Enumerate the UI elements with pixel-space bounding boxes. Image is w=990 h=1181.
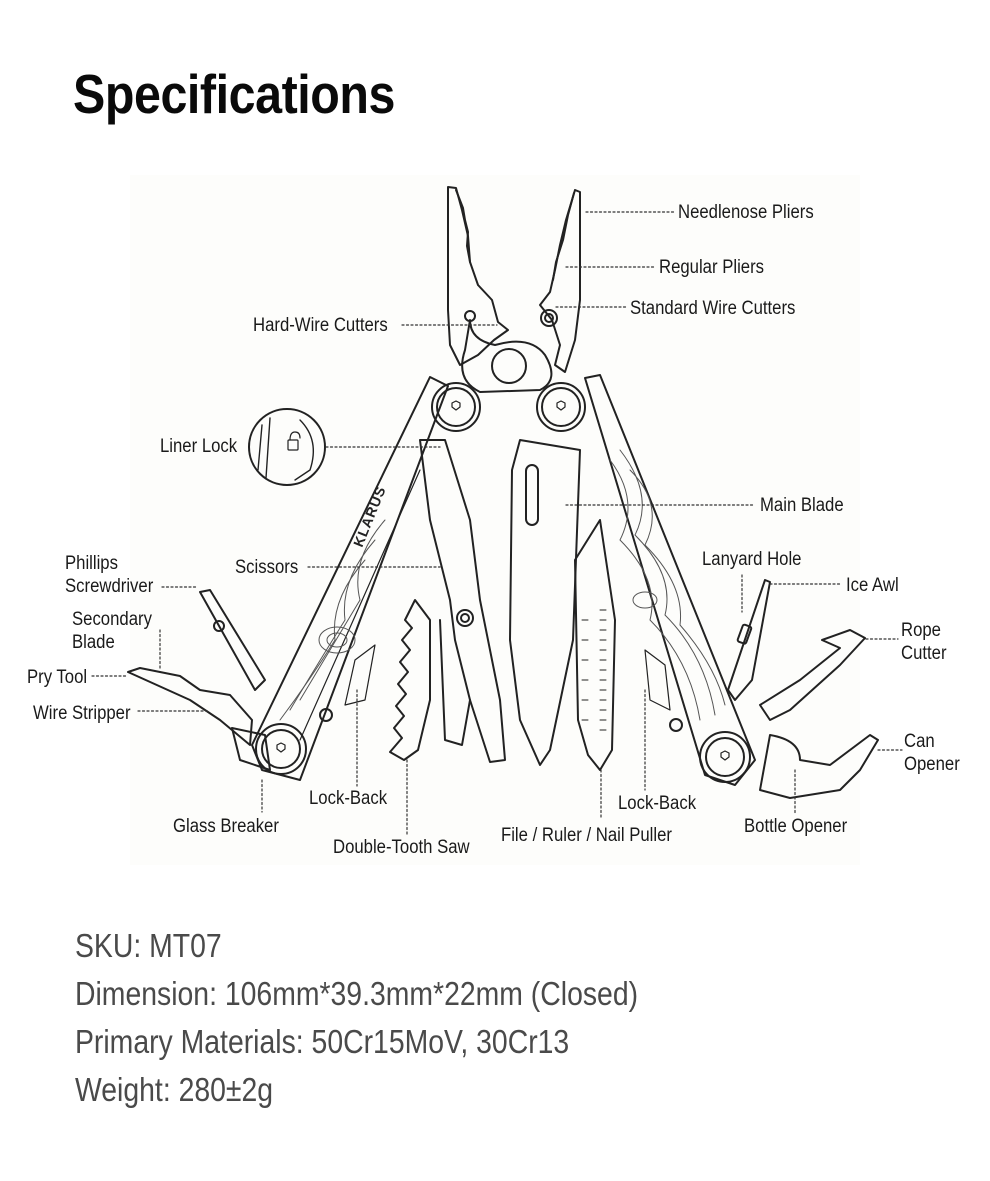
spec-dimension: Dimension: 106mm*39.3mm*22mm (Closed) [75,975,639,1012]
bolt-top-right [536,382,586,432]
label-double-tooth-saw: Double-Tooth Saw [333,837,470,858]
label-glass-breaker: Glass Breaker [173,816,279,837]
label-liner-lock: Liner Lock [160,436,238,457]
page-title: Specifications [73,63,395,125]
label-secondary-blade-line1: Secondary [72,609,152,630]
label-can-opener-line1: Can [904,731,935,752]
label-main-blade: Main Blade [760,495,844,516]
label-ice-awl: Ice Awl [846,575,899,596]
brand-mark: KLARUS [350,483,389,549]
rope-cutter-shape [759,629,866,721]
label-can-opener: Can Opener [904,730,960,776]
label-lock-back-left: Lock-Back [309,788,388,809]
label-rope-cutter: Rope Cutter [901,619,947,665]
label-file-ruler-nail-puller: File / Ruler / Nail Puller [501,825,672,846]
multitool-diagram: KLARUS [91,186,903,835]
label-can-opener-line2: Opener [904,754,960,775]
liner-lock-inset [248,408,326,486]
label-lock-back-right: Lock-Back [618,793,697,814]
spec-weight: Weight: 280±2g [75,1071,274,1108]
bolt-top-left [431,382,481,432]
label-phillips-line2: Screwdriver [65,576,154,597]
pivot-hole [491,348,527,384]
label-phillips-line1: Phillips [65,553,118,574]
label-hard-wire-cutters: Hard-Wire Cutters [253,315,388,336]
label-bottle-opener: Bottle Opener [744,816,848,837]
label-phillips-screwdriver: Phillips Screwdriver [65,552,153,598]
pry-tool-shape [127,667,253,746]
bolt-bottom-right [699,731,751,783]
phillips-screwdriver-shape [199,589,266,691]
scissors-shape [419,439,506,763]
specs-list: SKU: MT07 Dimension: 106mm*39.3mm*22mm (… [75,922,730,1114]
plier-jaw-right [539,189,581,373]
ice-awl-shape [727,579,771,701]
spec-materials: Primary Materials: 50Cr15MoV, 30Cr13 [75,1023,570,1060]
label-scissors: Scissors [235,557,299,578]
label-needlenose-pliers: Needlenose Pliers [678,202,814,223]
label-rope-cutter-line2: Cutter [901,643,947,664]
label-standard-wire-cutters: Standard Wire Cutters [630,298,796,319]
main-blade-shape [509,439,581,766]
label-secondary-blade: Secondary Blade [72,608,152,654]
label-secondary-blade-line2: Blade [72,632,115,653]
label-pry-tool: Pry Tool [27,667,88,688]
diagram-background [130,175,860,865]
label-regular-pliers: Regular Pliers [659,257,765,278]
label-wire-stripper: Wire Stripper [33,703,131,724]
bolt-bottom-left [255,723,307,775]
label-lanyard-hole: Lanyard Hole [702,549,802,570]
spec-sku: SKU: MT07 [75,927,222,964]
can-opener-shape [759,734,879,799]
label-rope-cutter-line1: Rope [901,620,941,641]
file-ruler-shape [574,519,616,771]
saw-shape [389,599,431,761]
